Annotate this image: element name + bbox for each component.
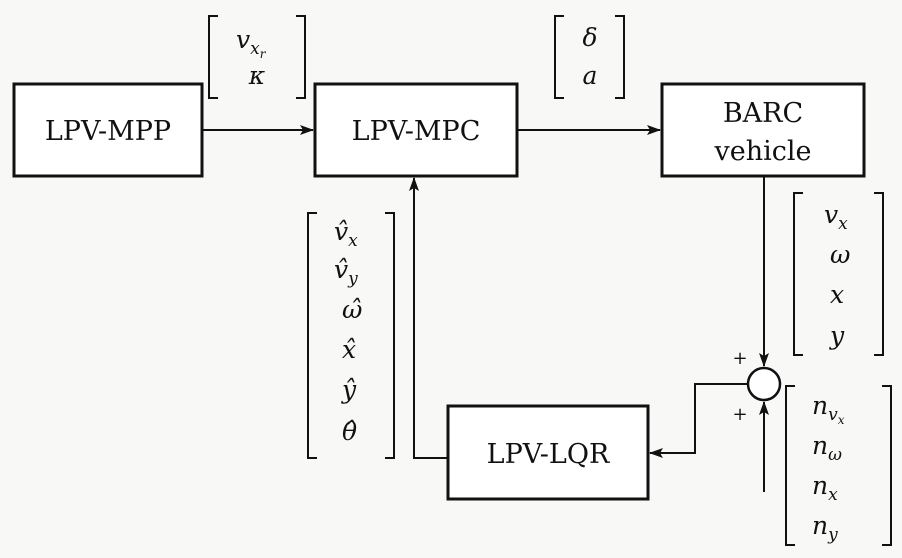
vector-noise: nvx nω nx ny	[785, 385, 892, 546]
block-barc-label-line1: BARC	[723, 98, 803, 129]
measured-entry-1: ω	[830, 240, 850, 269]
block-lpv-lqr: LPV-LQR	[446, 404, 650, 501]
noise-entry-3: ny	[812, 511, 838, 545]
estimated-entry-5: θ̂	[342, 417, 357, 446]
block-lpv-mpp: LPV-MPP	[12, 82, 204, 178]
measured-entry-2: x	[830, 280, 844, 309]
ref-speed-symbol: vxr	[236, 25, 267, 61]
noise-entry-2: nx	[812, 471, 838, 505]
measured-entry-3: y	[829, 321, 845, 350]
vector-reference: vxr κ	[208, 15, 306, 99]
noise-entry-0: nvx	[812, 391, 845, 427]
vector-estimated: v̂x v̂y ω̂ x̂ ŷ θ̂	[307, 212, 395, 459]
arrow-sum-to-lqr	[649, 383, 748, 458]
vector-measured: vx ωxy	[793, 192, 884, 356]
estimated-entry-3: x̂	[342, 335, 356, 364]
measured-entry-0: vx	[824, 200, 848, 234]
block-barc-label-line2: vehicle	[714, 136, 812, 167]
estimated-entry-0: v̂x	[334, 217, 358, 251]
block-lpv-mpc-label: LPV-MPC	[352, 116, 481, 147]
sum-sign-top: +	[732, 348, 747, 369]
block-lpv-mpp-label: LPV-MPP	[45, 116, 171, 147]
arrow-lqr-to-mpc	[409, 177, 448, 459]
sum-sign-bottom: +	[732, 404, 747, 425]
control-entry-0: δ	[582, 23, 597, 52]
estimated-entry-4: ŷ	[341, 375, 357, 404]
block-lpv-mpc: LPV-MPC	[313, 82, 519, 178]
block-barc-vehicle: BARC vehicle	[660, 82, 866, 178]
estimated-entry-1: v̂y	[334, 255, 358, 289]
ref-curvature-symbol: κ	[248, 61, 266, 90]
summing-junction	[746, 366, 782, 402]
estimated-entry-2: ω̂	[342, 295, 362, 324]
block-lpv-lqr-label: LPV-LQR	[487, 439, 610, 470]
control-entry-1: a	[583, 61, 598, 90]
vector-control: δa	[554, 15, 625, 99]
noise-entry-1: nω	[812, 431, 842, 465]
